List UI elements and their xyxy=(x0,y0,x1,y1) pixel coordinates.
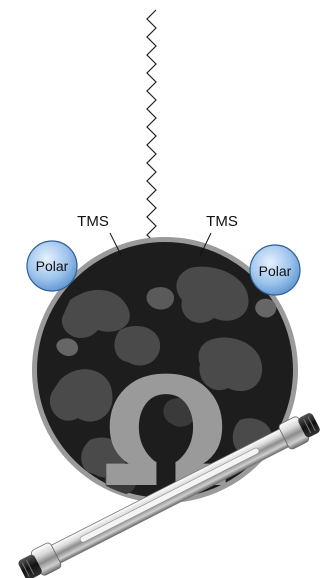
alkyl-chain xyxy=(147,10,156,252)
polar-right-bubble: Polar xyxy=(250,245,300,295)
polar-left-bubble: Polar xyxy=(27,241,77,291)
tms-right-label: TMS xyxy=(206,213,238,230)
polar-right-label: Polar xyxy=(259,263,292,279)
polar-left-label: Polar xyxy=(36,258,69,274)
tms-left-label: TMS xyxy=(77,213,109,230)
